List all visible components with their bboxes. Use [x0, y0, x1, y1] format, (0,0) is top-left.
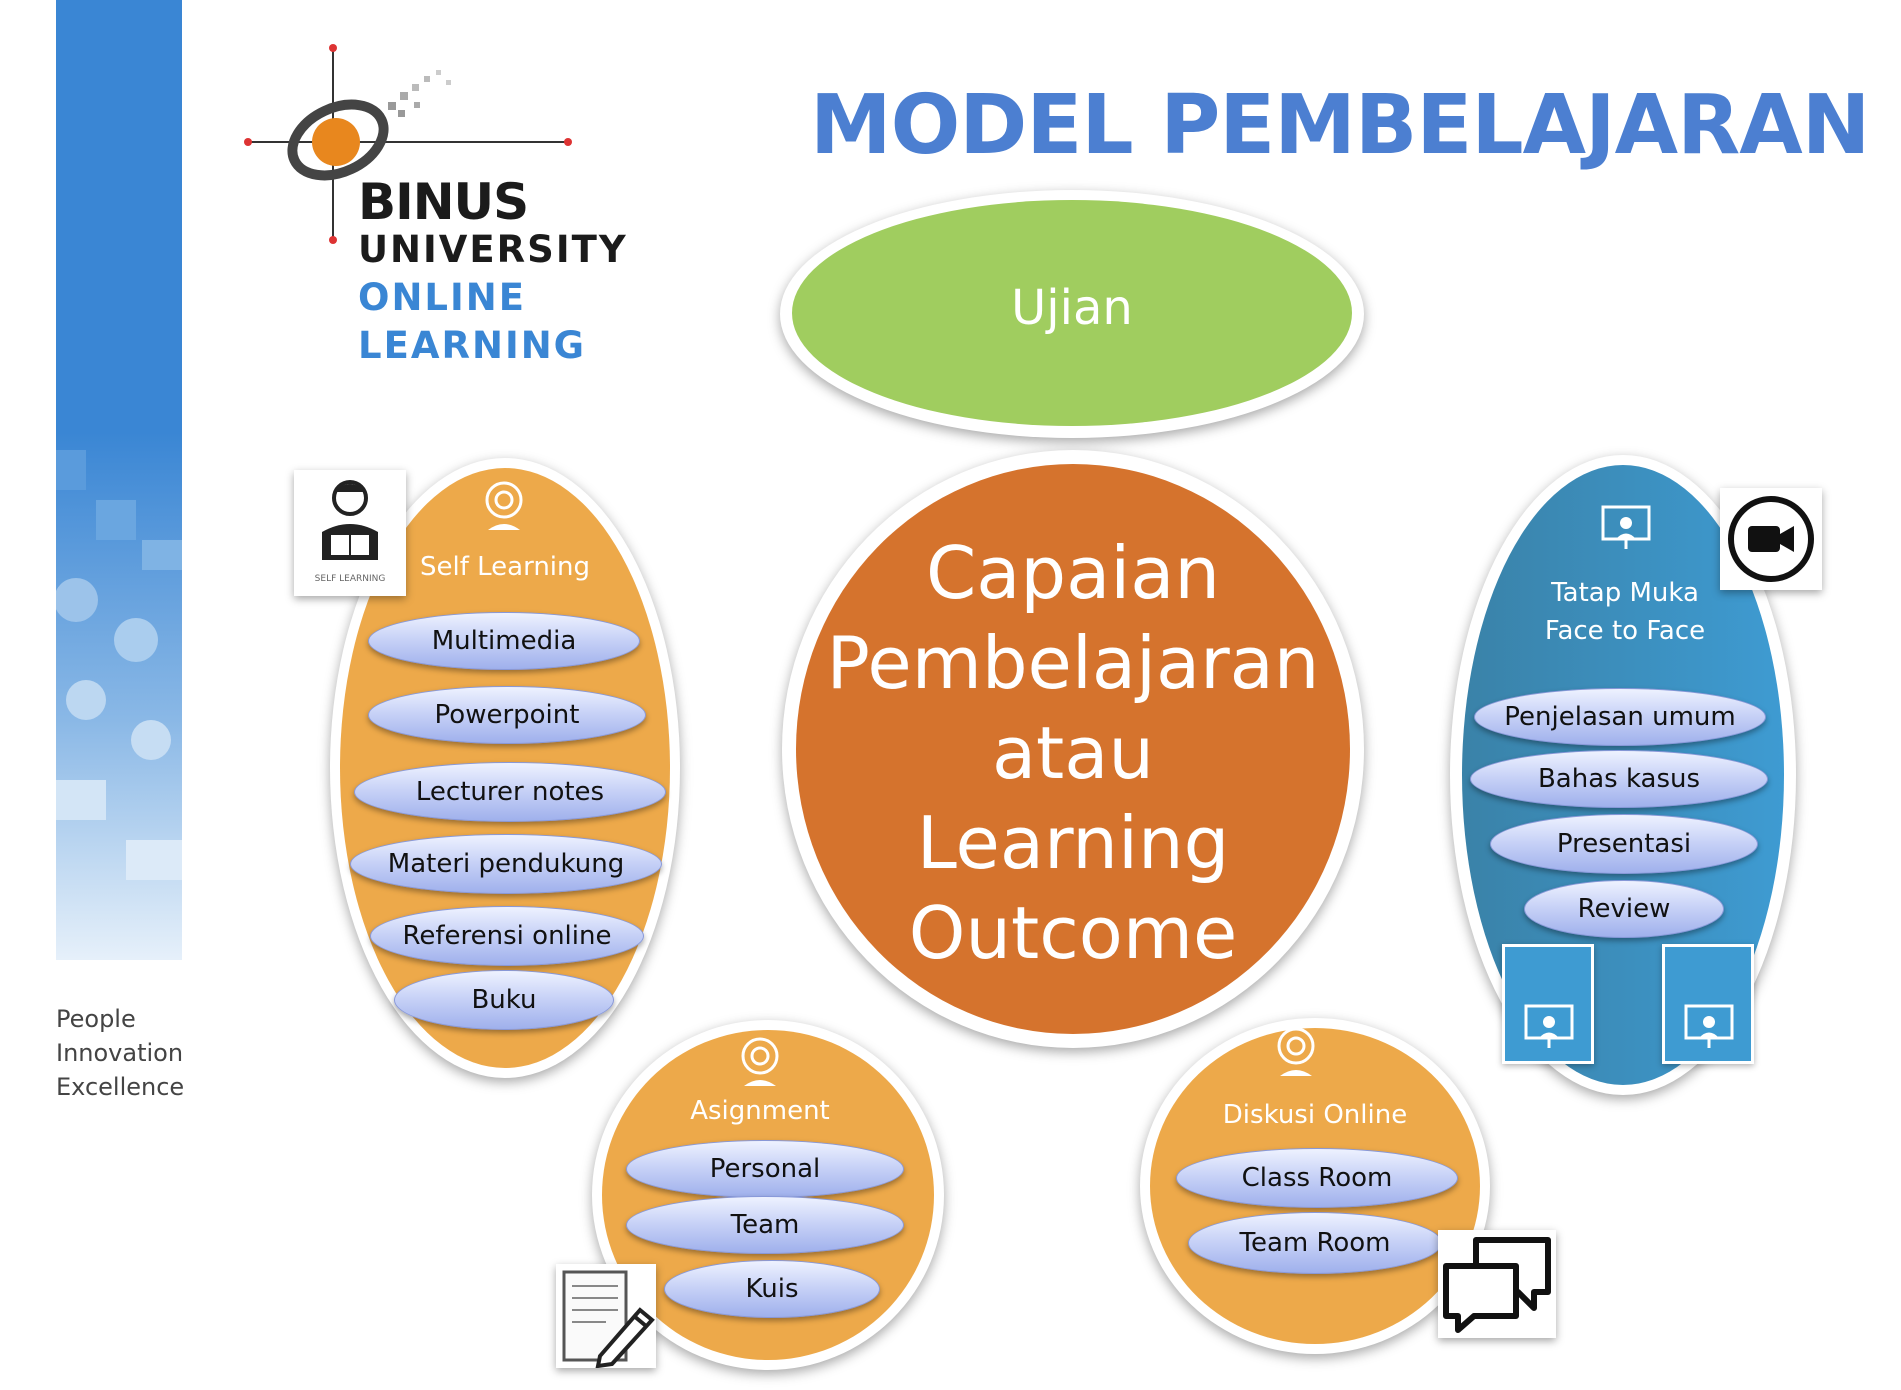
presentation-icon	[1524, 1004, 1574, 1048]
self-learning-label: Self Learning	[419, 552, 590, 582]
tatap-muka-label-line2: Face to Face	[1544, 616, 1706, 646]
list-item: Team Room	[1188, 1212, 1442, 1274]
assignment-label: Asignment	[690, 1096, 830, 1126]
tatap-muka-label: Tatap Muka Face to Face	[1510, 574, 1740, 650]
self-learning-badge: SELF LEARNING	[294, 470, 406, 596]
list-item: Personal	[626, 1140, 904, 1198]
center-line-1: Capaian	[926, 531, 1220, 615]
center-line-3: atau	[991, 711, 1155, 795]
list-item: Powerpoint	[368, 686, 646, 744]
logo-binus: BINUS	[358, 173, 529, 231]
list-item: Lecturer notes	[354, 762, 666, 822]
center-label: Capaian Pembelajaran atau Learning Outco…	[796, 528, 1350, 978]
presentation-tile-right	[1662, 944, 1754, 1064]
page-title: MODEL PEMBELAJARAN	[810, 78, 1870, 173]
webcam-icon	[1277, 1027, 1315, 1076]
presentation-icon	[1601, 505, 1651, 549]
list-item: Penjelasan umum	[1474, 688, 1766, 746]
notepad-pencil-icon	[562, 1270, 655, 1369]
center-line-2: Pembelajaran	[826, 621, 1320, 705]
logo-online: ONLINE	[358, 276, 527, 319]
tagline-innovation: Innovation	[56, 1039, 184, 1067]
webcam-icon	[741, 1037, 779, 1086]
center-node	[796, 464, 1350, 1034]
binus-logo-mark	[244, 44, 572, 244]
list-item: Team	[626, 1196, 904, 1254]
self-learning-badge-label: SELF LEARNING	[314, 574, 386, 584]
tatap-muka-label-line1: Tatap Muka	[1551, 578, 1699, 608]
ujian-label: Ujian	[1011, 280, 1133, 336]
tagline-people: People	[56, 1005, 136, 1033]
ujian-node	[792, 200, 1352, 426]
video-camera-badge	[1720, 488, 1822, 590]
chat-badge	[1438, 1230, 1556, 1338]
decorative-side-band	[56, 0, 182, 960]
center-line-4: Learning	[916, 801, 1230, 885]
presentation-tile-left	[1502, 944, 1594, 1064]
list-item: Multimedia	[368, 612, 640, 670]
list-item: Bahas kasus	[1470, 750, 1768, 808]
list-item: Review	[1524, 880, 1724, 938]
logo-wordmark: BINUS UNIVERSITY ONLINE LEARNING	[358, 173, 628, 370]
notepad-badge	[556, 1264, 656, 1369]
webcam-icon	[485, 481, 523, 530]
logo-learning: LEARNING	[358, 324, 587, 367]
presentation-icon	[1684, 1004, 1734, 1048]
reading-person-icon	[322, 480, 378, 560]
list-item: Class Room	[1176, 1148, 1458, 1208]
logo-university: UNIVERSITY	[358, 228, 628, 271]
list-item: Referensi online	[370, 906, 644, 966]
chat-bubbles-icon	[1443, 1237, 1551, 1333]
tagline-excellence: Excellence	[56, 1073, 185, 1101]
list-item: Kuis	[664, 1260, 880, 1318]
diskusi-label: Diskusi Online	[1222, 1100, 1408, 1130]
video-camera-icon	[1728, 496, 1814, 582]
list-item: Materi pendukung	[350, 834, 662, 894]
list-item: Presentasi	[1490, 814, 1758, 874]
center-line-5: Outcome	[908, 891, 1238, 975]
tagline: People Innovation Excellence	[56, 1002, 184, 1104]
list-item: Buku	[394, 970, 614, 1030]
